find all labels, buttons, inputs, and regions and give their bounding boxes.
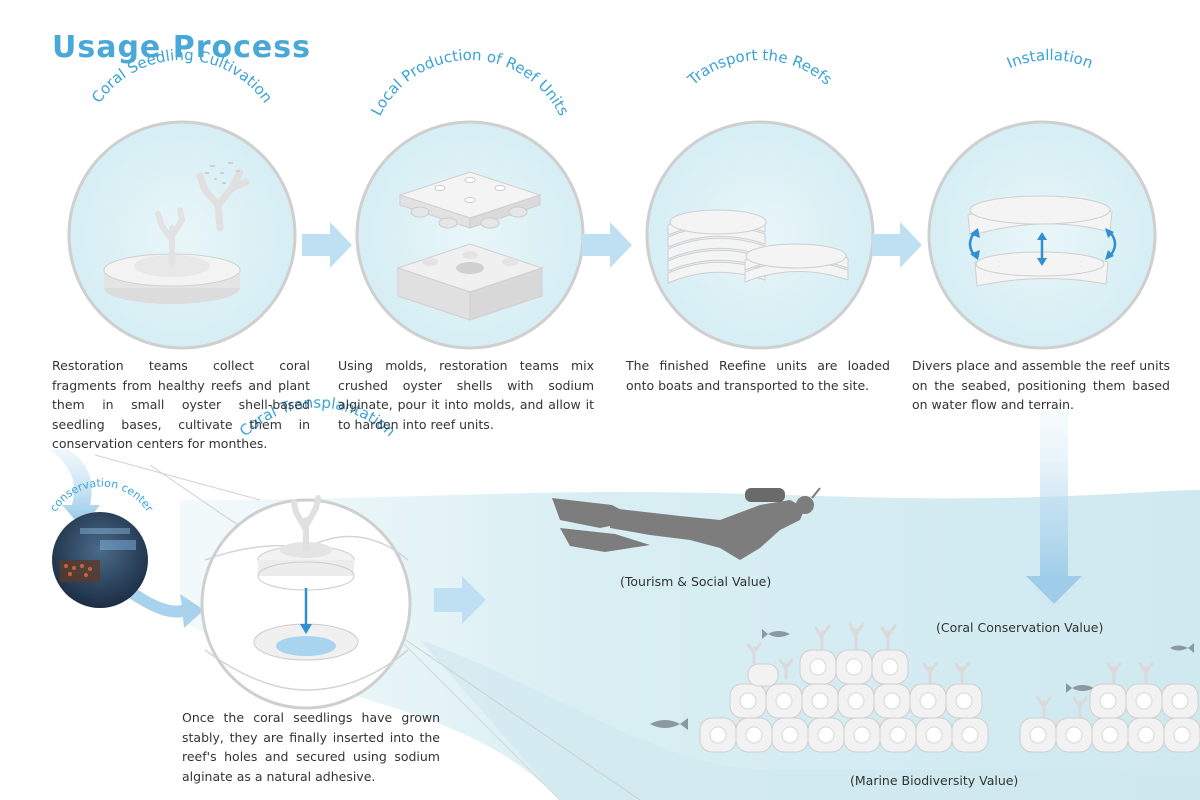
- step-circle-1: [67, 120, 297, 350]
- transplant-description: Once the coral seedlings have grown stab…: [182, 710, 440, 784]
- diver-silhouette: [552, 487, 821, 560]
- arrow-step1-2: [302, 222, 352, 268]
- step-description-2: Using molds, restoration teams mix crush…: [338, 358, 594, 432]
- step-description-4: Divers place and assemble the reef units…: [912, 358, 1170, 412]
- step-label-3: Transport the Reefs: [683, 46, 835, 89]
- conservation-center-label: conservation center: [47, 476, 156, 514]
- tourism-value-caption: (Tourism & Social Value): [620, 574, 772, 589]
- arrow-step3-4: [872, 222, 922, 268]
- sea-water-deep: [420, 640, 1200, 800]
- step-label-2: Local Production of Reef Units: [367, 46, 572, 119]
- coral-value-caption: (Coral Conservation Value): [936, 620, 1104, 635]
- conservation-center-photo: [52, 512, 148, 608]
- step-circle-3: [645, 120, 875, 350]
- reef-cluster-left: [699, 649, 989, 753]
- step-description-1: Restoration teams collect coral fragment…: [52, 358, 310, 451]
- step-label-4: Installation: [1004, 46, 1095, 72]
- step-circle-4: [927, 120, 1157, 350]
- arrow-to-sea: [434, 576, 486, 624]
- fish: [650, 629, 1194, 730]
- reef-cluster-right: [1019, 683, 1200, 753]
- transplant-circle: [200, 495, 412, 710]
- arrow-to-conservation: [50, 448, 204, 628]
- step-description-3: The finished Reefine units are loaded on…: [626, 358, 890, 393]
- corals-on-reef: [746, 622, 1154, 718]
- page-title: Usage Process: [52, 30, 311, 65]
- arrow-step2-3: [582, 222, 632, 268]
- step-circle-2: [355, 120, 585, 350]
- arrow-installation-down: [1026, 410, 1082, 604]
- biodiversity-value-caption: (Marine Biodiversity Value): [850, 773, 1019, 788]
